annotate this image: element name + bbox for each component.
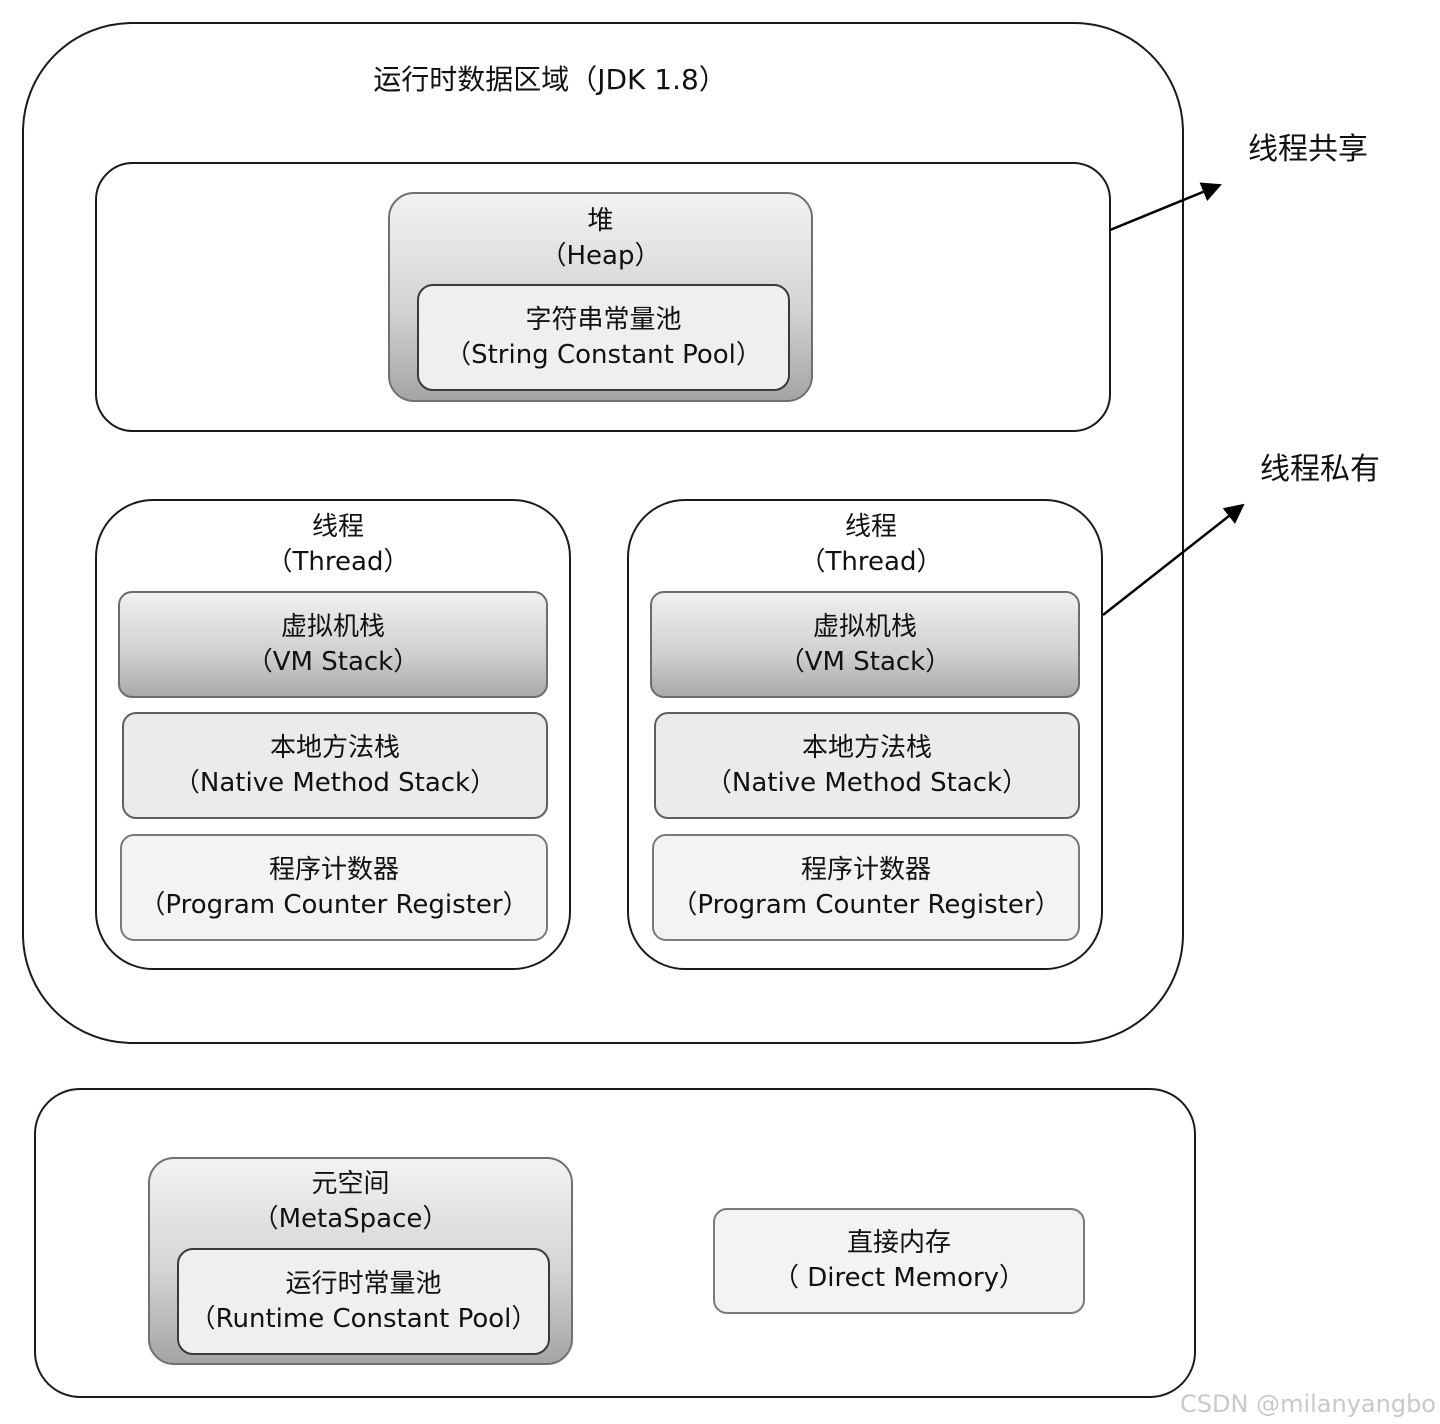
vm-stack-label-en: （VM Stack） — [246, 646, 420, 677]
pc-register-label-en: （Program Counter Register） — [139, 889, 529, 920]
private-annotation: 线程私有 — [1260, 452, 1380, 487]
heap-label-cn: 堆 — [587, 206, 614, 236]
thread-2-vm-stack: 虚拟机栈 （VM Stack） — [650, 591, 1080, 698]
thread-2-label: 线程 （Thread） — [627, 509, 1115, 581]
vm-stack-label-en: （VM Stack） — [778, 646, 952, 677]
string-pool-label-cn: 字符串常量池 — [525, 304, 682, 335]
direct-memory-label-en: （ Direct Memory） — [772, 1263, 1026, 1293]
runtime-data-area-title: 运行时数据区域（JDK 1.8） — [373, 63, 727, 96]
pc-register-label-cn: 程序计数器 — [800, 854, 931, 885]
string-constant-pool: 字符串常量池 （String Constant Pool） — [417, 284, 790, 391]
string-pool-label-en: （String Constant Pool） — [445, 339, 762, 370]
heap-label: 堆 （Heap） — [388, 202, 813, 276]
pc-register-label-cn: 程序计数器 — [268, 854, 399, 885]
thread-2-pc-register: 程序计数器 （Program Counter Register） — [652, 834, 1080, 941]
direct-memory-label-cn: 直接内存 — [846, 1228, 951, 1258]
runtime-constant-pool: 运行时常量池 （Runtime Constant Pool） — [177, 1248, 550, 1355]
thread-2-label-cn: 线程 — [844, 512, 897, 542]
metaspace-label-cn: 元空间 — [311, 1169, 390, 1199]
native-stack-label-cn: 本地方法栈 — [801, 732, 932, 763]
metaspace-label: 元空间 （MetaSpace） — [138, 1166, 563, 1238]
thread-1-vm-stack: 虚拟机栈 （VM Stack） — [118, 591, 548, 698]
shared-arrow — [1109, 182, 1222, 232]
thread-2-native-method-stack: 本地方法栈 （Native Method Stack） — [654, 712, 1080, 819]
vm-stack-label-cn: 虚拟机栈 — [812, 611, 917, 642]
thread-1-native-method-stack: 本地方法栈 （Native Method Stack） — [122, 712, 548, 819]
watermark: CSDN @milanyangbo — [1180, 1390, 1436, 1418]
thread-1-label: 线程 （Thread） — [95, 509, 581, 581]
native-stack-label-cn: 本地方法栈 — [269, 732, 400, 763]
thread-2-label-en: （Thread） — [799, 547, 943, 577]
native-stack-label-en: （Native Method Stack） — [705, 767, 1029, 798]
runtime-pool-label-en: （Runtime Constant Pool） — [189, 1303, 538, 1334]
pc-register-label-en: （Program Counter Register） — [671, 889, 1061, 920]
thread-1-pc-register: 程序计数器 （Program Counter Register） — [120, 834, 548, 941]
thread-1-label-en: （Thread） — [266, 547, 410, 577]
private-arrow — [1102, 503, 1245, 616]
direct-memory-box: 直接内存 （ Direct Memory） — [713, 1208, 1085, 1314]
runtime-pool-label-cn: 运行时常量池 — [285, 1268, 442, 1299]
metaspace-label-en: （MetaSpace） — [252, 1204, 449, 1234]
shared-annotation: 线程共享 — [1248, 132, 1368, 167]
native-stack-label-en: （Native Method Stack） — [173, 767, 497, 798]
thread-1-label-cn: 线程 — [311, 512, 364, 542]
heap-label-en: （Heap） — [540, 241, 661, 271]
vm-stack-label-cn: 虚拟机栈 — [280, 611, 385, 642]
